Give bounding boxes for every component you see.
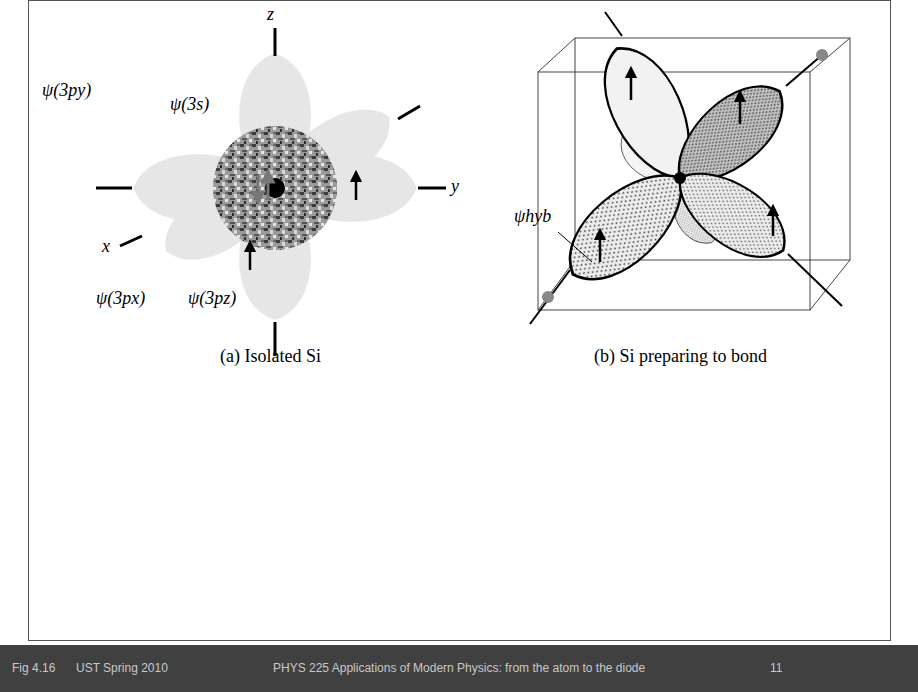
footer-text: UST Spring 2010 [76,661,168,675]
page-number: 11 [770,661,782,675]
orbital-label: ψ(3py) [42,80,91,101]
orbital-label: ψ(3px) [96,288,145,309]
orbital-label: ψhyb [514,206,551,227]
axis-label: z [267,4,274,25]
axis-label: x [102,236,110,257]
figure-caption: (b) Si preparing to bond [594,346,767,367]
axis-label: y [451,176,459,197]
figure-caption: (a) Isolated Si [220,346,321,367]
footer-text: PHYS 225 Applications of Modern Physics:… [273,661,645,675]
orbital-label: ψ(3s) [170,94,209,115]
figure-number: Fig 4.16 [12,661,55,675]
orbital-label: ψ(3pz) [188,288,236,309]
